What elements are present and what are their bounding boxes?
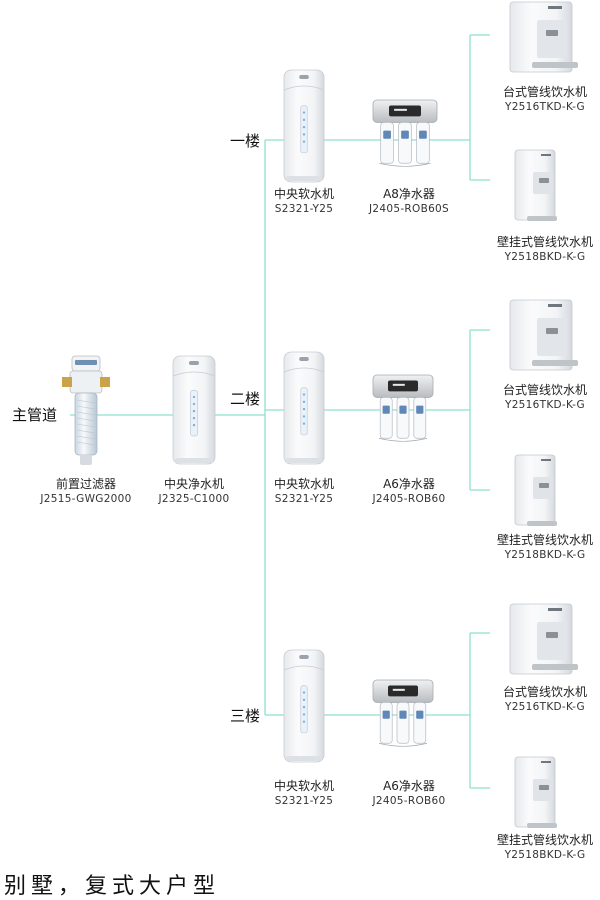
floor-1-purifier-label-model: J2405-ROB60S: [369, 203, 449, 215]
floor-2-wall-dispenser-label-model: Y2518BKD-K-G: [504, 549, 586, 561]
floor-2-purifier-label-model: J2405-ROB60: [372, 493, 446, 505]
floor-2-wall-dispenser-label: 壁挂式管线饮水机 Y2518BKD-K-G: [485, 533, 600, 563]
floor-3-purifier-label: A6净水器 J2405-ROB60: [349, 779, 469, 809]
prefilter-label-model: J2515-GWG2000: [40, 493, 132, 505]
central-purifier-label-name: 中央净水机: [163, 477, 224, 491]
floor-3-purifier-label-model: J2405-ROB60: [372, 795, 446, 807]
floor-1-wall-dispenser-label: 壁挂式管线饮水机 Y2518BKD-K-G: [485, 235, 600, 265]
floor-3-desktop-dispenser-label: 台式管线饮水机 Y2516TKD-K-G: [485, 685, 600, 715]
floor-3-desktop-dispenser-label-model: Y2516TKD-K-G: [504, 701, 585, 713]
floor-1-wall-dispenser-label-name: 壁挂式管线饮水机: [496, 235, 593, 249]
floor-2-wall-dispenser-label-name: 壁挂式管线饮水机: [496, 533, 593, 547]
floor-2-purifier-label: A6净水器 J2405-ROB60: [349, 477, 469, 507]
floor-3-softener-label: 中央软水机 S2321-Y25: [244, 779, 364, 809]
floor-3-label: 三楼: [230, 707, 261, 725]
floor-1-softener-label-model: S2321-Y25: [274, 203, 334, 215]
floor-3-softener-label-model: S2321-Y25: [274, 795, 334, 807]
main-pipe-label: 主管道: [12, 406, 58, 424]
floor-3-wall-dispenser-label-name: 壁挂式管线饮水机: [496, 833, 593, 847]
floor-3-softener-label-name: 中央软水机: [273, 779, 334, 793]
footer-caption: 别墅，复式大户型: [4, 874, 221, 899]
floor-1-desktop-dispenser-device: [509, 1, 578, 73]
prefilter-label: 前置过滤器 J2515-GWG2000: [26, 477, 146, 507]
central-purifier-label: 中央净水机 J2325-C1000: [134, 477, 254, 507]
floor-3-wall-dispenser-device: [514, 756, 557, 828]
floor-1-desktop-dispenser-label-name: 台式管线饮水机: [502, 85, 587, 99]
central-purifier-label-model: J2325-C1000: [158, 493, 230, 505]
devices: [62, 1, 578, 828]
floor-2-softener-label: 中央软水机 S2321-Y25: [244, 477, 364, 507]
floor-3-desktop-dispenser-label-name: 台式管线饮水机: [502, 685, 587, 699]
floor-2-softener-label-model: S2321-Y25: [274, 493, 334, 505]
floor-1-wall-dispenser-label-model: Y2518BKD-K-G: [504, 251, 586, 263]
floor-3-softener-device: [283, 649, 325, 763]
floor-2-purifier-label-name: A6净水器: [383, 477, 435, 491]
floor-3-desktop-dispenser-device: [509, 603, 578, 675]
floor-1-softener-device: [283, 69, 325, 183]
floor-2-desktop-dispenser-label-model: Y2516TKD-K-G: [504, 399, 585, 411]
floor-2-purifier-device: [372, 374, 434, 442]
floor-1-label: 一楼: [230, 132, 261, 150]
floor-1-desktop-dispenser-label-model: Y2516TKD-K-G: [504, 101, 585, 113]
floor-2-softener-device: [283, 351, 325, 465]
floor-2-label: 二楼: [230, 390, 261, 408]
prefilter-device: [62, 355, 110, 465]
floor-1-wall-dispenser-device: [514, 149, 557, 221]
floor-1-purifier-label-name: A8净水器: [383, 187, 435, 201]
floor-2-wall-dispenser-device: [514, 454, 557, 526]
floor-2-desktop-dispenser-label: 台式管线饮水机 Y2516TKD-K-G: [485, 383, 600, 413]
floor-3-wall-dispenser-label: 壁挂式管线饮水机 Y2518BKD-K-G: [485, 833, 600, 863]
floor-2-softener-label-name: 中央软水机: [273, 477, 334, 491]
floor-1-softener-label: 中央软水机 S2321-Y25: [244, 187, 364, 217]
floor-1-softener-label-name: 中央软水机: [273, 187, 334, 201]
floor-2-desktop-dispenser-device: [509, 299, 578, 371]
floor-1-purifier-label: A8净水器 J2405-ROB60S: [349, 187, 469, 217]
floor-1-desktop-dispenser-label: 台式管线饮水机 Y2516TKD-K-G: [485, 85, 600, 115]
floor-3-wall-dispenser-label-model: Y2518BKD-K-G: [504, 849, 586, 861]
central-purifier-device: [172, 355, 216, 465]
prefilter-label-name: 前置过滤器: [55, 477, 116, 491]
floor-3-purifier-label-name: A6净水器: [383, 779, 435, 793]
floor-3-purifier-device: [372, 679, 434, 747]
floor-2-desktop-dispenser-label-name: 台式管线饮水机: [502, 383, 587, 397]
floor-1-purifier-device: [372, 99, 438, 167]
